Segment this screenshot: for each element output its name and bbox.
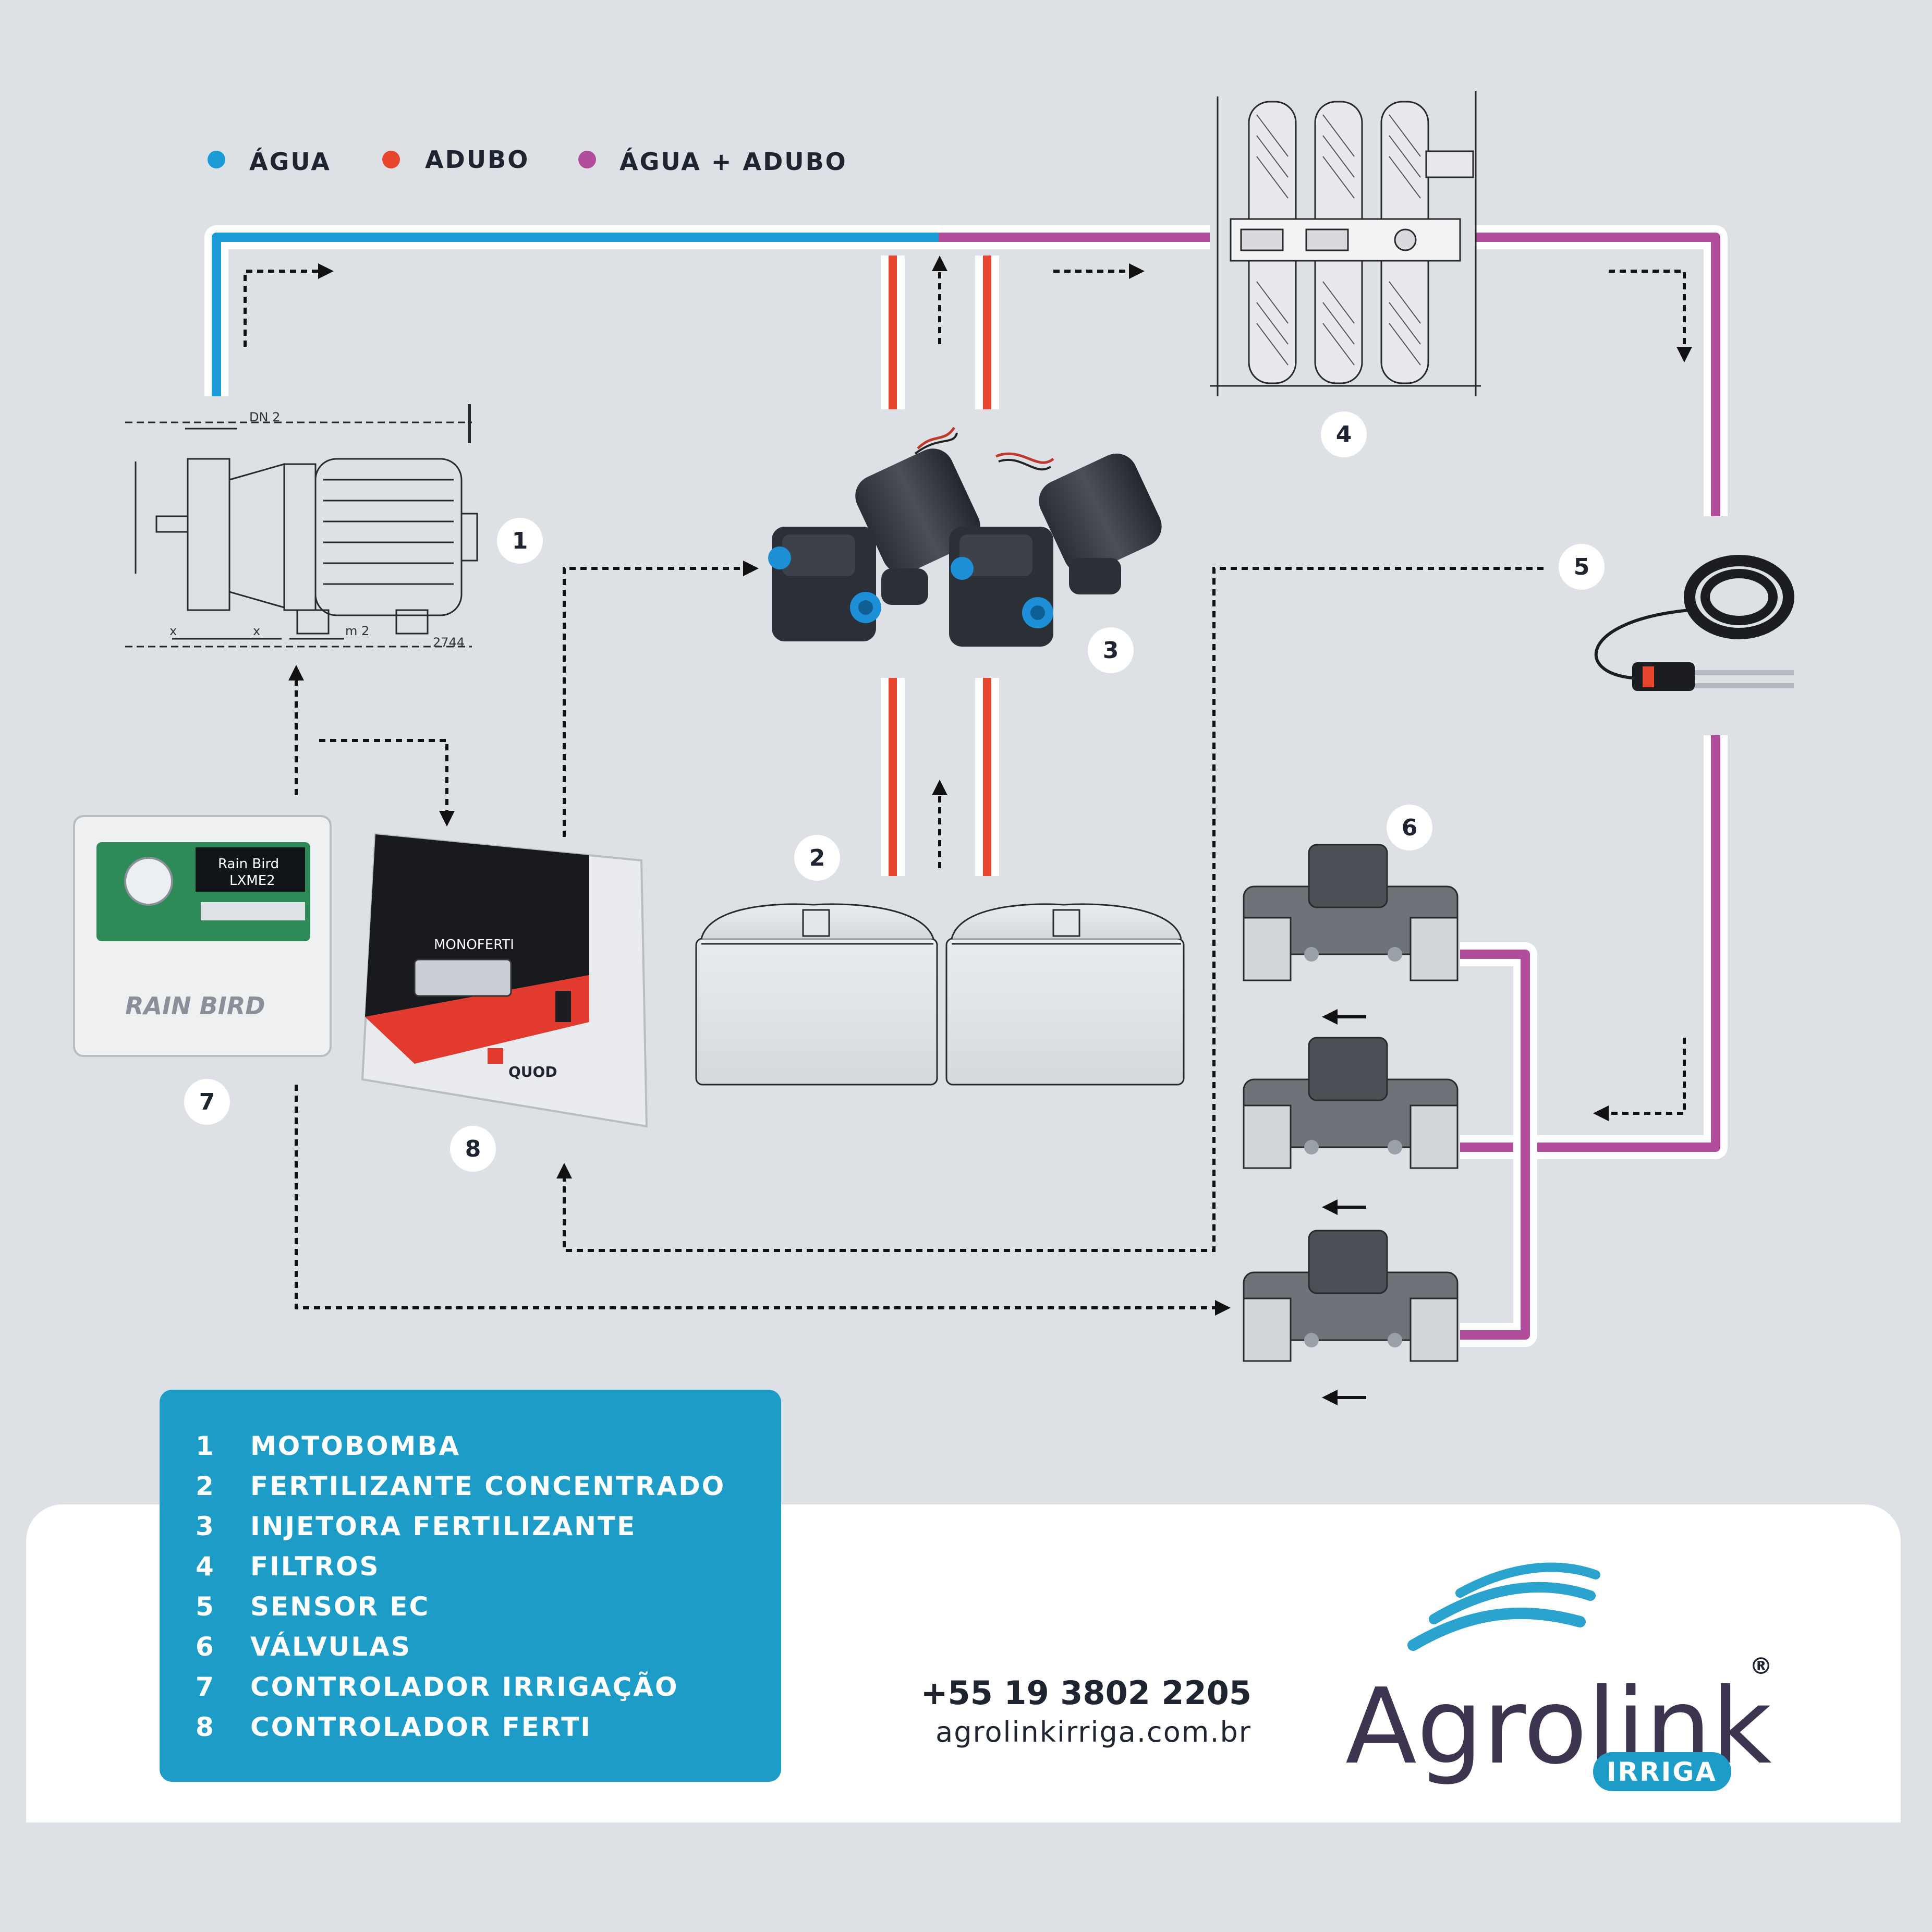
valve-2 bbox=[1243, 1037, 1459, 1215]
components-panel bbox=[160, 1390, 781, 1782]
pump-dim-x-right: x bbox=[253, 624, 260, 638]
arrow-mixed-to-valves bbox=[1593, 1038, 1686, 1121]
ec-sensor bbox=[1594, 555, 1794, 691]
badge-4 bbox=[1321, 411, 1367, 457]
component-6-number: 6 bbox=[196, 1632, 214, 1662]
badge-8-label: 8 bbox=[465, 1136, 481, 1162]
pipes bbox=[204, 225, 1728, 1347]
legend-dot-fertilizer bbox=[382, 151, 400, 168]
rainbird-model: LXME2 bbox=[229, 873, 275, 889]
legend-label-water: ÁGUA bbox=[249, 148, 331, 176]
arrow-irrigation-to-valves bbox=[295, 1085, 1231, 1316]
arrow-irrigation-to-ferti bbox=[319, 739, 455, 827]
badge-6 bbox=[1387, 805, 1432, 850]
rainbird-brand: Rain Bird bbox=[218, 856, 279, 872]
badge-2-label: 2 bbox=[809, 845, 825, 871]
valves bbox=[1243, 844, 1459, 1405]
legend-label-water-fertilizer: ÁGUA + ADUBO bbox=[619, 148, 847, 176]
component-2-number: 2 bbox=[196, 1471, 214, 1501]
badge-7-label: 7 bbox=[199, 1089, 215, 1115]
arrow-filters-down bbox=[1609, 270, 1692, 362]
badge-1 bbox=[497, 518, 543, 564]
badge-5 bbox=[1559, 544, 1605, 590]
badges: 1 2 3 4 5 6 7 8 bbox=[184, 411, 1605, 1172]
ferti-controller: MONOFERTI QUOD bbox=[361, 833, 648, 1128]
badge-8 bbox=[450, 1126, 496, 1172]
irrigation-controller: Rain Bird LXME2 RAIN BIRD bbox=[73, 815, 332, 1057]
pump-code: 2744 bbox=[433, 635, 465, 650]
badge-5-label: 5 bbox=[1574, 554, 1590, 580]
badge-7 bbox=[184, 1079, 230, 1125]
brand-sub-pill bbox=[1593, 1752, 1731, 1791]
pump-dim-m: m 2 bbox=[345, 624, 369, 638]
pipe-mixed-valves bbox=[1460, 735, 1720, 1152]
badge-3-label: 3 bbox=[1103, 637, 1119, 664]
flow-arrows bbox=[244, 256, 1692, 1316]
component-2-label: FERTILIZANTE CONCENTRADO bbox=[250, 1471, 725, 1501]
agrolink-logo: Agrolink ® IRRIGA bbox=[1345, 1562, 1772, 1791]
legend-label-fertilizer: ADUBO bbox=[425, 145, 529, 174]
pump-dim-dn: DN 2 bbox=[249, 410, 280, 424]
legend-dot-water-fertilizer bbox=[578, 151, 596, 168]
rainbird-logo: RAIN BIRD bbox=[125, 992, 265, 1020]
injector-pumps bbox=[768, 427, 1162, 647]
pipe-mixed-right bbox=[1476, 233, 1720, 516]
component-4-number: 4 bbox=[196, 1551, 214, 1582]
badge-6-label: 6 bbox=[1402, 815, 1418, 841]
contact-phone: +55 19 3802 2205 bbox=[921, 1674, 1251, 1712]
badge-3 bbox=[1088, 627, 1134, 673]
wave-icon bbox=[1407, 1562, 1600, 1651]
arrow-sensor-to-ferti bbox=[556, 567, 1544, 1252]
badge-4-label: 4 bbox=[1336, 421, 1352, 448]
component-3-number: 3 bbox=[196, 1511, 214, 1541]
brand-sub: IRRIGA bbox=[1607, 1757, 1717, 1787]
components-list: 1 MOTOBOMBA 2 FERTILIZANTE CONCENTRADO 3… bbox=[160, 1390, 781, 1782]
legend: ÁGUA ADUBO ÁGUA + ADUBO bbox=[208, 145, 847, 176]
component-8-number: 8 bbox=[196, 1712, 214, 1742]
component-1-label: MOTOBOMBA bbox=[250, 1431, 460, 1461]
component-5-number: 5 bbox=[196, 1591, 214, 1622]
quod-brand: MONOFERTI bbox=[434, 937, 514, 953]
component-7-label: CONTROLADOR IRRIGAÇÃO bbox=[250, 1671, 678, 1702]
pipe-valve-manifold bbox=[1460, 950, 1530, 1340]
legend-dot-water bbox=[208, 151, 225, 168]
component-5-label: SENSOR EC bbox=[250, 1591, 430, 1622]
motor-pump-drawing bbox=[125, 404, 478, 648]
component-6-label: VÁLVULAS bbox=[250, 1631, 411, 1662]
filters-drawing bbox=[1210, 91, 1481, 396]
badge-2 bbox=[794, 835, 840, 881]
component-3-label: INJETORA FERTILIZANTE bbox=[250, 1511, 636, 1541]
pipe-water bbox=[212, 233, 939, 396]
component-8-label: CONTROLADOR FERTI bbox=[250, 1712, 592, 1742]
badge-1-label: 1 bbox=[512, 528, 528, 554]
pump-dim-x-left: x bbox=[169, 624, 177, 638]
arrow-pump-out bbox=[244, 263, 334, 347]
contact-website: agrolinkirriga.com.br bbox=[935, 1716, 1251, 1748]
quod-logo: QUOD bbox=[508, 1063, 557, 1080]
component-4-label: FILTROS bbox=[250, 1551, 380, 1582]
valve-3 bbox=[1243, 1230, 1459, 1405]
component-7-number: 7 bbox=[196, 1672, 214, 1702]
fertilizer-tanks bbox=[695, 903, 1185, 1086]
component-1-number: 1 bbox=[196, 1431, 214, 1461]
arrow-ferti-to-injector bbox=[563, 561, 759, 837]
valve-1 bbox=[1243, 844, 1459, 1025]
brand-registered: ® bbox=[1749, 1653, 1772, 1680]
